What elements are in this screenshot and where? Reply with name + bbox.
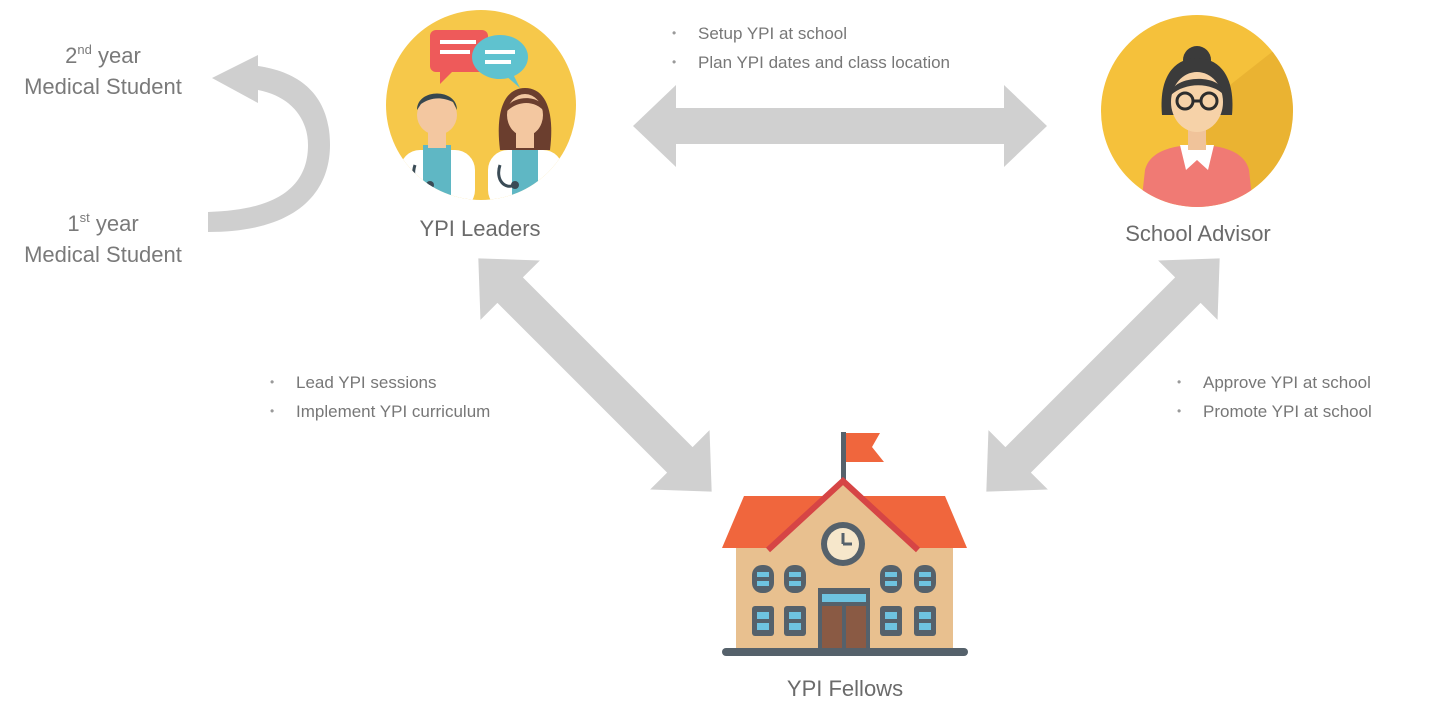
arrow-leaders-advisor [633, 85, 1047, 167]
first-year-label: 1st year Medical Student [24, 210, 182, 267]
second-year-label: 2nd year Medical Student [24, 42, 182, 99]
bullet-item: Approve YPI at school [1177, 368, 1372, 397]
bullet-item: Setup YPI at school [672, 19, 950, 48]
school-building-icon [722, 432, 968, 656]
arrow-leaders-fellows [478, 258, 712, 492]
bullet-item: Lead YPI sessions [270, 368, 490, 397]
ypi-leaders-label: YPI Leaders [419, 216, 541, 241]
advisor-icon [1101, 15, 1293, 207]
left-bullet-list: Lead YPI sessions Implement YPI curricul… [270, 368, 490, 426]
bullet-item: Implement YPI curriculum [270, 397, 490, 426]
top-bullet-list: Setup YPI at school Plan YPI dates and c… [672, 19, 950, 77]
right-bullet-list: Approve YPI at school Promote YPI at sch… [1177, 368, 1372, 426]
bullet-item: Plan YPI dates and class location [672, 48, 950, 77]
bullet-item: Promote YPI at school [1177, 397, 1372, 426]
arrow-advisor-fellows [986, 258, 1220, 492]
leaders-icon [386, 10, 576, 200]
progression-curve-arrow [208, 55, 330, 232]
ypi-fellows-label: YPI Fellows [786, 676, 904, 701]
school-advisor-label: School Advisor [1125, 221, 1271, 246]
